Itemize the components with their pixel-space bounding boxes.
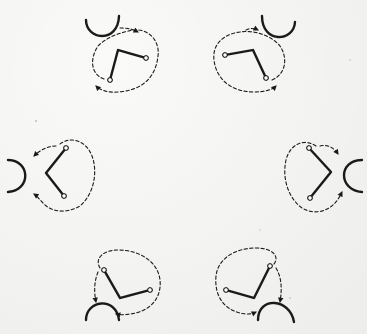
pivot-dot	[264, 76, 269, 81]
figure-middle-right	[285, 142, 362, 211]
motion-path	[214, 32, 285, 92]
cup-arc	[344, 160, 362, 192]
pivot-dot	[223, 53, 228, 58]
linkage-arm	[226, 266, 270, 298]
motion-path-return	[246, 29, 258, 31]
pivot-dot	[102, 268, 107, 273]
pivot-dot	[64, 146, 69, 151]
pivot-dot	[108, 78, 113, 83]
motion-path-return	[95, 272, 98, 302]
figure-middle-left	[8, 140, 95, 211]
cup-arc	[258, 303, 294, 322]
motion-path-return	[320, 145, 338, 154]
pivot-dot	[144, 56, 149, 61]
figure-top-left	[86, 16, 158, 92]
cup-arc	[86, 16, 119, 36]
pivot-dot	[224, 288, 229, 293]
cup-arc	[86, 303, 119, 320]
linkage-arm	[225, 50, 266, 78]
pivot-dot	[148, 288, 153, 293]
linkage-arm	[46, 148, 66, 196]
motion-path-return	[276, 268, 281, 302]
motion-path-return	[34, 146, 56, 156]
linkage-arm	[309, 148, 331, 198]
paper-texture	[35, 59, 351, 299]
figure-top-right	[214, 16, 295, 92]
linkage-arm	[110, 50, 146, 80]
figure-bottom-left	[86, 250, 160, 320]
motion-path	[93, 30, 159, 92]
cup-arc	[262, 16, 295, 37]
pivot-dot	[62, 194, 67, 199]
figure-bottom-right	[216, 248, 294, 322]
pivot-dot	[308, 196, 313, 201]
pivot-dot	[307, 146, 312, 151]
cup-arc	[8, 160, 25, 192]
linkage-arm	[104, 270, 150, 298]
pivot-dot	[268, 264, 273, 269]
